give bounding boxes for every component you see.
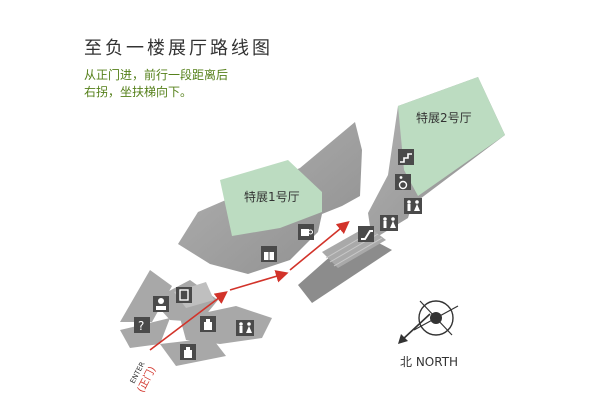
route-segment-3: [289, 220, 350, 271]
north-arrow-head: [398, 334, 408, 344]
map-title: 至负一楼展厅路线图: [84, 38, 273, 59]
toilet-icon-2[interactable]: [380, 215, 398, 231]
stairs-icon[interactable]: [398, 149, 414, 165]
help-icon[interactable]: ?: [134, 317, 150, 333]
center-building: [178, 122, 362, 274]
hall-2-label: 特展2号厅: [416, 110, 472, 125]
toilet-icon-3[interactable]: [404, 198, 422, 214]
route: [149, 220, 350, 351]
directions-line-1: 从正门进，前行一段距离后: [84, 68, 229, 82]
directions-text: 从正门进，前行一段距离后 右拐，坐扶梯向下。: [84, 67, 304, 101]
accessible-icon[interactable]: [395, 174, 411, 190]
compass-label: 北 NORTH: [400, 355, 458, 369]
escalator-icon[interactable]: [358, 226, 374, 242]
directions-line-2: 右拐，坐扶梯向下。: [84, 85, 193, 99]
north-arrow: [401, 313, 431, 341]
info-desk-icon[interactable]: [153, 296, 169, 312]
hall-2-area[interactable]: [398, 77, 505, 196]
toilet-icon[interactable]: [236, 320, 254, 336]
route-segment-2: [229, 270, 289, 291]
bottle-icon[interactable]: [200, 316, 216, 332]
svg-text:?: ?: [138, 319, 144, 333]
locker-icon[interactable]: [176, 287, 192, 303]
bottle-icon-2[interactable]: [180, 344, 196, 360]
cafe-icon[interactable]: [298, 224, 314, 240]
route-segment-1: [149, 291, 228, 351]
entrance-label[interactable]: ENTER (正门): [127, 360, 159, 395]
right-building: [368, 77, 505, 240]
gift-shop-icon[interactable]: [261, 246, 277, 262]
hall-1-label: 特展1号厅: [244, 189, 300, 204]
compass: [398, 300, 459, 344]
hall-1-area[interactable]: [220, 160, 322, 236]
